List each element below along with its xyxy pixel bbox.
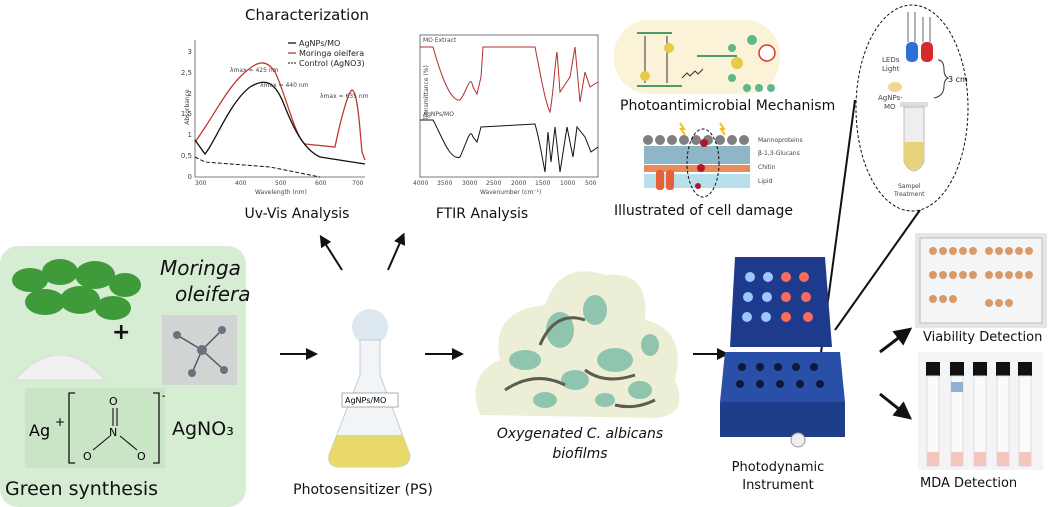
uvvis-ylabel: Absorbance [184, 89, 191, 125]
ftir-xtick: 500 [585, 180, 597, 187]
red-led-icon [921, 42, 933, 62]
layer-label: β-1,3-Glucans [758, 150, 800, 157]
led-array [742, 272, 813, 322]
layer-label: Mannoproteins [758, 137, 803, 144]
knob-icon [790, 432, 806, 448]
instrument-label: Photodynamic [731, 460, 825, 475]
uvvis-ytick: 0,5 [181, 152, 192, 160]
biofilm-label: biofilms [552, 446, 608, 462]
mechanism-illustration [614, 20, 780, 94]
viability-label: Viability Detection [923, 330, 1043, 345]
leds-label: LEDs [882, 56, 900, 64]
nitrate-structure: Ag + − O N O O [25, 388, 165, 468]
flask-label: AgNPs/MO [345, 396, 386, 405]
uvvis-xtick: 500 [275, 180, 287, 187]
ftir-xtick: 1500 [535, 180, 550, 187]
cell-damage-illustration: Mannoproteins β-1,3-Glucans Chitin Lipid [643, 122, 803, 198]
svg-text:N: N [109, 426, 117, 439]
ftir-series-label: MO Extract [423, 37, 457, 44]
instrument-label: Instrument [742, 478, 814, 493]
leds-label: Light [882, 65, 900, 73]
ftir-ylabel: Transmittance (%) [423, 65, 430, 121]
uvvis-label: Uv-Vis Analysis [244, 206, 350, 222]
ftir-xtick: 4000 [413, 180, 428, 187]
uvvis-dashed-curve [194, 156, 321, 178]
ftir-xtick: 3500 [437, 180, 452, 187]
setup-detail: LEDs Light 3 cm AgNPs- MO Sampel Treatme… [855, 4, 969, 212]
ftir-series-label: AgNPs/MO [423, 111, 454, 118]
biofilm-illustration [475, 271, 680, 418]
uvvis-annotation: λmax = 440 nm [260, 82, 309, 89]
arrow-to-ftir [387, 232, 406, 271]
blue-led-icon [906, 42, 918, 62]
formula-label: AgNO₃ [172, 418, 234, 440]
uvvis-xtick: 300 [195, 180, 207, 187]
uvvis-red-curve [194, 62, 366, 161]
plus-sign: + [112, 320, 131, 345]
svg-text:O: O [109, 395, 118, 408]
arrow-to-mda [879, 392, 913, 420]
cell-damage-label: Illustrated of cell damage [614, 203, 794, 219]
plant-name: oleifera [175, 282, 251, 306]
ftir-red-curve [420, 46, 599, 114]
svg-text:O: O [83, 450, 92, 463]
silver-nitrate-powder-image [13, 354, 107, 381]
sample-label: Sampel [898, 183, 921, 190]
uvvis-ytick: 2 [188, 90, 192, 98]
zoom-line [834, 209, 921, 331]
uvvis-annotation: λmax = 425 nm [230, 67, 279, 74]
uvvis-chart: λmax = 425 nm λmax = 440 nm λmax = 635 n… [181, 39, 369, 196]
ftir-label: FTIR Analysis [435, 206, 529, 222]
sample-label: Treatment [893, 191, 925, 198]
svg-text:O: O [137, 450, 146, 463]
ftir-xtick: 2000 [511, 180, 526, 187]
crystal-structure-image [162, 315, 237, 385]
uvvis-xtick: 600 [315, 180, 327, 187]
uvvis-legend: Moringa oleifera [299, 49, 364, 58]
uvvis-black-curve [194, 81, 366, 165]
plant-name: Moringa [160, 256, 241, 280]
arrow-to-uvvis [319, 234, 343, 271]
mechanism-label: Photoantimicrobial Mechanism [620, 98, 836, 114]
uvvis-ytick: 1,5 [181, 110, 192, 118]
ftir-xtick: 3000 [462, 180, 477, 187]
flask-image: AgNPs/MO [328, 309, 411, 468]
uvvis-ytick: 2,5 [181, 69, 192, 77]
ftir-xtick: 1000 [560, 180, 575, 187]
ion-symbol: Ag [29, 421, 50, 440]
uvvis-xlabel: Wavelength (nm) [255, 189, 307, 196]
uvvis-annotation: λmax = 635 nm [320, 93, 369, 100]
arrow-to-viability [879, 327, 913, 354]
characterization-title: Characterization [245, 6, 370, 24]
viability-plate-image [915, 233, 1047, 328]
biofilm-label: Oxygenated C. albicans [496, 426, 664, 442]
photosensitizer-label: Photosensitizer (PS) [293, 482, 433, 498]
mda-label: MDA Detection [920, 476, 1018, 491]
uvvis-legend: AgNPs/MO [299, 39, 340, 48]
layer-label: Chitin [758, 164, 776, 171]
green-synthesis-label: Green synthesis [5, 478, 159, 500]
agnps-label: MO [884, 103, 896, 111]
uvvis-xtick: 400 [235, 180, 247, 187]
ion-charge: + [55, 415, 65, 429]
agnps-label: AgNPs- [878, 94, 903, 102]
uvvis-ytick: 3 [188, 48, 192, 56]
uvvis-ytick: 1 [188, 131, 192, 139]
ftir-black-curve [420, 119, 599, 173]
photodynamic-instrument-image [720, 257, 845, 448]
ftir-xtick: 2500 [486, 180, 501, 187]
ftir-chart: MO Extract AgNPs/MO 4000 3500 3000 2500 … [413, 34, 599, 196]
moringa-leaves-image [12, 259, 141, 320]
distance-label: 3 cm [948, 75, 968, 84]
uvvis-xtick: 700 [352, 180, 364, 187]
layer-label: Lipid [758, 178, 772, 185]
uvvis-ytick: 0 [188, 173, 192, 181]
ftir-xlabel: Wavenumber (cm⁻¹) [480, 189, 541, 196]
mda-tubes-image [918, 352, 1043, 470]
nitrate-charge: − [161, 389, 165, 403]
uvvis-legend: Control (AgNO3) [299, 59, 365, 68]
